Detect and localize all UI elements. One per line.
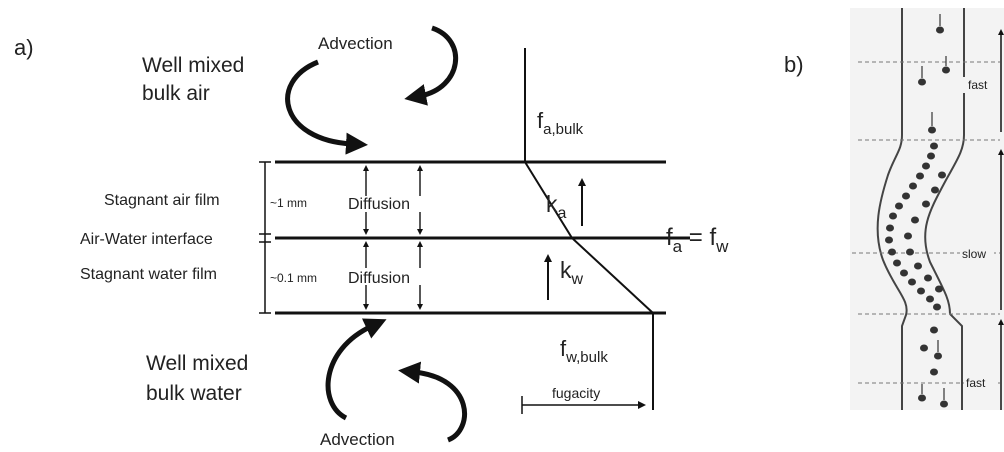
bottom-advection-arrow-right — [398, 361, 467, 443]
k-a-label: ka — [546, 191, 567, 222]
flow-channel-background — [850, 8, 1004, 410]
bottom-advection-arrow-left — [325, 318, 387, 421]
f-a-bulk-label: fa,bulk — [537, 108, 584, 138]
fast-top-label: fast — [968, 78, 988, 92]
water-film-thickness-label: ~0.1 mm — [270, 271, 317, 285]
particles-fast-bottom — [918, 326, 948, 408]
channel-wall-right — [924, 8, 965, 410]
equilibrium-label: fa = fw — [666, 224, 729, 256]
top-advection-arrow-right — [404, 25, 459, 106]
channel-wall-left — [876, 8, 908, 410]
stagnant-water-film-label: Stagnant water film — [80, 266, 217, 283]
particles-slow — [885, 142, 946, 311]
bulk-air-line1: Well mixed — [142, 54, 244, 77]
diffusion-label-water: Diffusion — [348, 270, 410, 287]
bulk-water-line2: bulk water — [146, 382, 242, 405]
f-w-bulk-label: fw,bulk — [560, 336, 608, 366]
k-w-label: kw — [560, 257, 584, 288]
panel-b-label: b) — [784, 52, 804, 77]
bottom-advection-label: Advection — [320, 430, 395, 449]
diffusion-label-air: Diffusion — [348, 196, 410, 213]
top-advection-label: Advection — [318, 34, 393, 53]
air-film-thickness-label: ~1 mm — [270, 196, 307, 210]
top-advection-arrow-left — [285, 59, 368, 155]
slow-label: slow — [962, 247, 986, 261]
panel-a-label: a) — [14, 35, 34, 60]
bulk-air-line2: bulk air — [142, 82, 210, 105]
fast-bottom-label: fast — [966, 376, 986, 390]
fugacity-gradient-line — [524, 161, 654, 314]
bulk-water-line1: Well mixed — [146, 352, 248, 375]
particles-fast-top — [918, 14, 950, 134]
stagnant-air-film-label: Stagnant air film — [104, 192, 220, 209]
air-water-interface-label: Air-Water interface — [80, 231, 213, 248]
fugacity-label: fugacity — [552, 385, 600, 401]
